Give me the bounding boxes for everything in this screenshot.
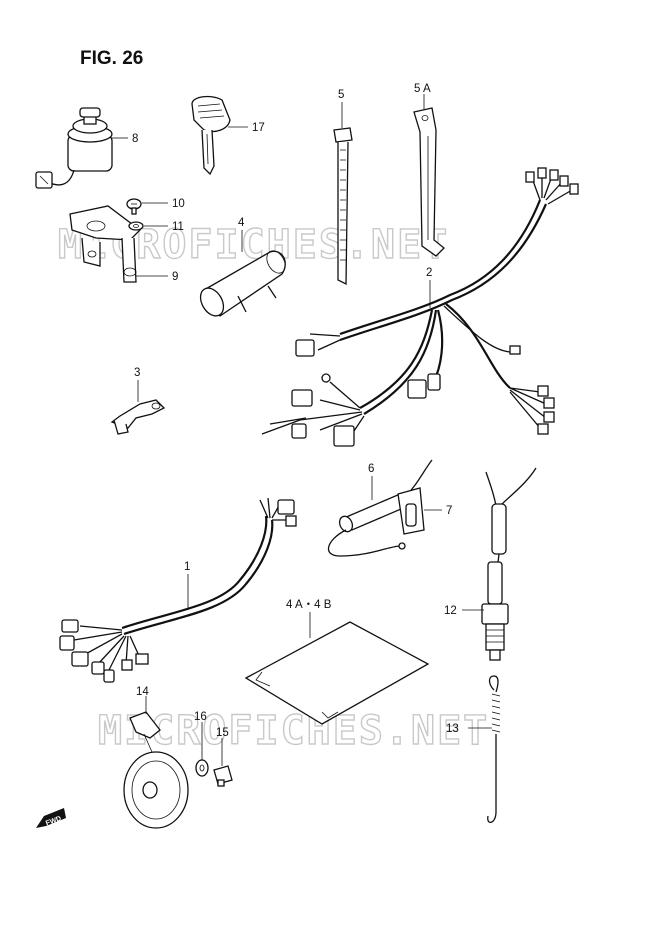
part-return-spring [487, 675, 501, 823]
callout-14: 14 [136, 686, 149, 698]
part-horn [123, 711, 189, 829]
callout-3: 3 [134, 367, 140, 379]
part-cable-tie [333, 127, 353, 286]
part-washer [128, 221, 144, 231]
part-clamp [110, 399, 166, 435]
callout-4: 4 [238, 217, 245, 229]
callout-7: 7 [446, 505, 452, 517]
callout-15: 15 [216, 727, 229, 739]
callout-10: 10 [172, 198, 185, 210]
callout-6: 6 [368, 463, 374, 475]
part-wiring-harness [59, 497, 297, 683]
part-fuse-holder [397, 487, 425, 535]
part-label-sheet [244, 621, 430, 725]
watermark-bottom: MICROFICHES.NET [98, 708, 489, 754]
figure-title: FIG. 26 [80, 48, 143, 69]
callout-17: 17 [252, 122, 265, 134]
callout-8: 8 [132, 133, 138, 145]
part-horn-bolt [213, 765, 233, 787]
callout-5a: 5 A [414, 83, 431, 95]
callout-12: 12 [444, 605, 457, 617]
callout-1: 1 [184, 561, 190, 573]
part-main-harness [261, 167, 579, 447]
callout-2: 2 [426, 267, 432, 279]
callout-11: 11 [172, 221, 184, 233]
fwd-arrow-icon: FWD [36, 808, 66, 828]
callout-9: 9 [172, 271, 178, 283]
part-neutral-switch [481, 467, 537, 661]
part-switch-bracket [69, 205, 141, 283]
part-ignition-coil [199, 250, 286, 317]
callout-13: 13 [446, 723, 459, 735]
callout-16: 16 [194, 711, 207, 723]
part-ignition-switch [35, 107, 113, 189]
part-horn-washer [195, 759, 209, 777]
part-key [191, 95, 231, 176]
callout-5: 5 [338, 89, 344, 101]
part-clamp-band [413, 107, 445, 257]
callout-4ab: 4 A・4 B [286, 599, 332, 611]
part-screw [126, 198, 142, 215]
